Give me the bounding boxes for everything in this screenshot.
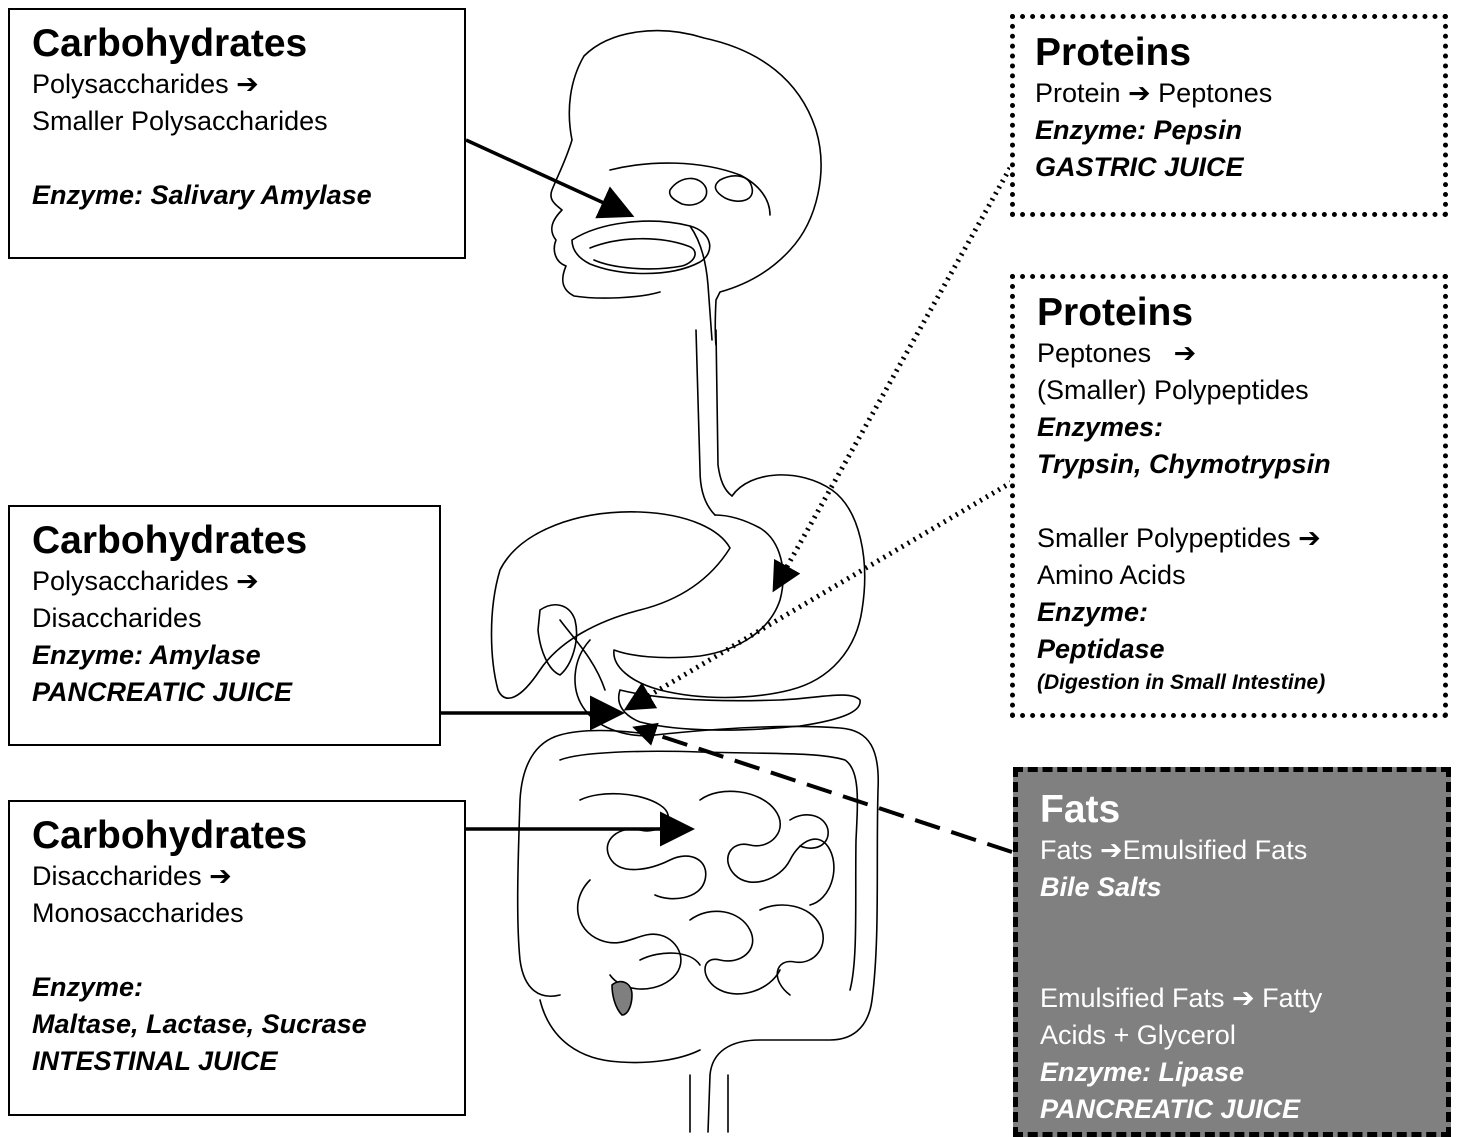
box-title: Fats <box>1040 788 1446 832</box>
head-outline <box>551 31 821 345</box>
enzymes-label: Enzymes: <box>1037 409 1443 446</box>
reaction-line: Monosaccharides <box>32 895 464 932</box>
juice-label: GASTRIC JUICE <box>1035 149 1443 186</box>
box-title: Proteins <box>1035 31 1443 75</box>
carbohydrates-pancreas-box: Carbohydrates Polysaccharides ➔ Disaccha… <box>8 505 441 746</box>
large-intestine <box>518 726 879 1132</box>
reaction-line: Peptones ➔ <box>1037 335 1443 372</box>
carbohydrates-intestine-box: Carbohydrates Disaccharides ➔ Monosaccha… <box>8 800 466 1116</box>
reaction-line: Polysaccharides ➔ <box>32 563 439 600</box>
reaction-line: Fats ➔Emulsified Fats <box>1040 832 1446 869</box>
box-title: Carbohydrates <box>32 22 464 66</box>
enzyme-names: Trypsin, Chymotrypsin <box>1037 446 1443 483</box>
juice-label: PANCREATIC JUICE <box>1040 1091 1446 1128</box>
nasal-cavity <box>610 163 770 215</box>
liver <box>492 512 731 698</box>
reaction-line: Disaccharides ➔ <box>32 858 464 895</box>
small-intestine <box>578 791 834 995</box>
reaction-line: Amino Acids <box>1037 557 1443 594</box>
reaction-line: (Smaller) Polypeptides <box>1037 372 1443 409</box>
box-title: Carbohydrates <box>32 814 464 858</box>
juice-label: PANCREATIC JUICE <box>32 674 439 711</box>
reaction-line: Polysaccharides ➔ <box>32 66 464 103</box>
reaction-line: Smaller Polypeptides ➔ <box>1037 520 1443 557</box>
box-title: Carbohydrates <box>32 519 439 563</box>
arrow-duodenum <box>628 482 1012 708</box>
tongue <box>590 239 695 269</box>
enzyme-label: Enzyme: Pepsin <box>1035 112 1443 149</box>
enzyme-label: Enzyme: Salivary Amylase <box>32 177 464 214</box>
salivary-gland <box>670 178 707 205</box>
juice-label: INTESTINAL JUICE <box>32 1043 464 1080</box>
arrow-stomach <box>775 168 1010 588</box>
carbohydrates-mouth-box: Carbohydrates Polysaccharides ➔ Smaller … <box>8 8 466 259</box>
enzyme-label: Enzyme: Lipase <box>1040 1054 1446 1091</box>
location-note: (Digestion in Small Intestine) <box>1037 668 1443 698</box>
pancreas <box>619 690 860 730</box>
stomach <box>614 475 865 698</box>
fats-box: Fats Fats ➔Emulsified Fats Bile Salts Em… <box>1013 767 1451 1137</box>
reaction-line: Protein ➔ Peptones <box>1035 75 1443 112</box>
reaction-line: Smaller Polysaccharides <box>32 103 464 140</box>
enzyme-names: Peptidase <box>1037 631 1443 668</box>
arrow-mouth <box>466 140 628 214</box>
reaction-line: Acids + Glycerol <box>1040 1017 1446 1054</box>
reaction-line: Disaccharides <box>32 600 439 637</box>
bile-label: Bile Salts <box>1040 869 1446 906</box>
enzyme-label: Enzyme: <box>1037 594 1443 631</box>
box-title: Proteins <box>1037 291 1443 335</box>
arrow-bile <box>636 728 1012 852</box>
appendix <box>612 982 632 1015</box>
reaction-line: Emulsified Fats ➔ Fatty <box>1040 980 1446 1017</box>
proteins-stomach-box: Proteins Protein ➔ Peptones Enzyme: Peps… <box>1010 14 1448 217</box>
esophagus <box>696 330 732 515</box>
proteins-intestine-box: Proteins Peptones ➔ (Smaller) Polypeptid… <box>1010 274 1448 718</box>
enzyme-label: Enzyme: Amylase <box>32 637 439 674</box>
enzyme-label: Enzyme: <box>32 969 464 1006</box>
enzyme-names: Maltase, Lactase, Sucrase <box>32 1006 464 1043</box>
